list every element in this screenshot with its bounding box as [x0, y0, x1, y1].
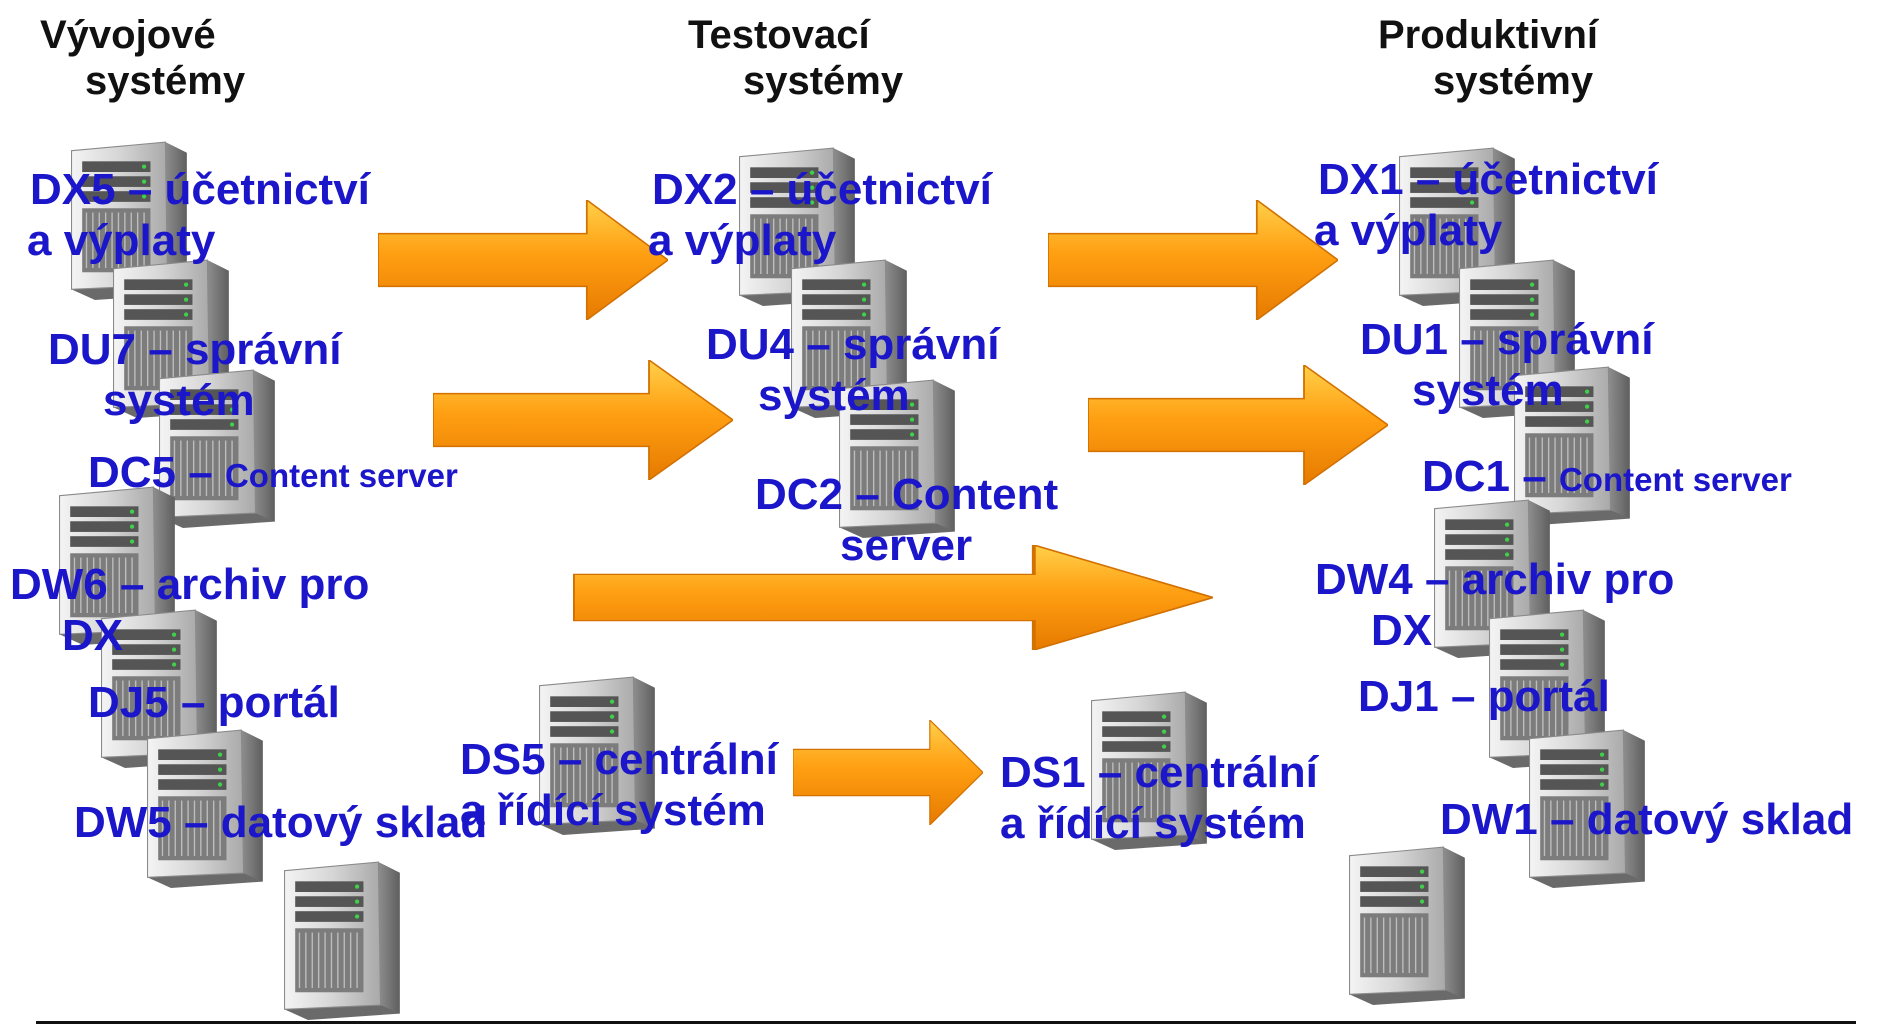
label-dj5: DJ5 – portál [88, 678, 340, 729]
label-line: DX5 – účetnictví [30, 165, 370, 214]
heading-produktivni-systemy: Produktivní systémy [1378, 12, 1598, 104]
label-line: DC1 – [1422, 452, 1559, 501]
right-arrow-icon [793, 720, 983, 825]
label-dc2: DC2 – Content server [755, 470, 1058, 571]
baseline-divider [36, 1021, 1856, 1024]
label-line: DC5 – [88, 448, 225, 497]
label-line: DU4 – správní [706, 320, 1000, 369]
label-line: DW6 – archiv pro [10, 560, 370, 609]
label-line: a výplaty [1314, 205, 1503, 255]
heading-line: Vývojové [40, 13, 216, 57]
heading-line: Testovací [688, 13, 870, 57]
label-line: DX2 – účetnictví [652, 165, 992, 214]
label-line: DW4 – archiv pro [1315, 555, 1675, 604]
label-dj1: DJ1 – portál [1358, 672, 1610, 723]
label-line: a řídící systém [1000, 798, 1306, 848]
label-line: DW5 – datový sklad [74, 798, 488, 847]
label-line: DJ1 – portál [1358, 672, 1610, 721]
right-arrow-icon [433, 360, 733, 480]
label-line: DX [62, 610, 124, 660]
label-du7: DU7 – správní systém [48, 325, 341, 426]
label-dw4: DW4 – archiv pro DX [1315, 555, 1674, 656]
label-dx2: DX2 – účetnictví a výplaty [648, 165, 992, 266]
label-line: DX1 – účetnictví [1318, 155, 1658, 204]
label-line: a řídící systém [460, 785, 766, 835]
label-dc5: DC5 – Content server [88, 448, 458, 499]
label-dw6: DW6 – archiv pro DX [10, 560, 369, 661]
right-arrow-icon [1088, 365, 1388, 485]
label-line: server [840, 520, 973, 570]
server-tower-icon [275, 860, 405, 1020]
label-dw5: DW5 – datový sklad [74, 798, 487, 849]
label-line: a výplaty [648, 215, 837, 265]
label-line-small: Content server [1558, 461, 1792, 498]
label-line: DC2 – Content [755, 470, 1059, 519]
server-tower-icon [1340, 845, 1470, 1005]
label-dx1: DX1 – účetnictví a výplaty [1314, 155, 1658, 256]
label-line: DS1 – centrální [1000, 748, 1318, 797]
label-line: systém [103, 375, 255, 425]
label-du1: DU1 – správní systém [1360, 315, 1653, 416]
label-ds1: DS1 – centrální a řídící systém [1000, 748, 1318, 849]
right-arrow-icon [1048, 200, 1338, 320]
heading-line: systémy [743, 59, 904, 103]
heading-testovaci-systemy: Testovací systémy [688, 12, 903, 104]
label-line: a výplaty [27, 215, 216, 265]
heading-line: systémy [85, 59, 246, 103]
label-line: systém [758, 370, 910, 420]
heading-line: systémy [1433, 59, 1594, 103]
right-arrow-icon [378, 200, 668, 320]
label-du4: DU4 – správní systém [706, 320, 999, 421]
label-dx5: DX5 – účetnictví a výplaty [27, 165, 370, 266]
label-dc1: DC1 – Content server [1422, 452, 1792, 503]
label-ds5: DS5 – centrální a řídící systém [460, 735, 778, 836]
heading-vyvojove-systemy: Vývojové systémy [40, 12, 245, 104]
label-line-small: Content server [224, 457, 458, 494]
label-line: DW1 – datový sklad [1440, 795, 1854, 844]
label-line: DU7 – správní [48, 325, 342, 374]
heading-line: Produktivní [1378, 13, 1599, 57]
label-line: DS5 – centrální [460, 735, 778, 784]
label-line: DU1 – správní [1360, 315, 1654, 364]
label-dw1: DW1 – datový sklad [1440, 795, 1853, 846]
label-line: DX [1371, 605, 1433, 655]
label-line: systém [1412, 365, 1564, 415]
label-line: DJ5 – portál [88, 678, 340, 727]
